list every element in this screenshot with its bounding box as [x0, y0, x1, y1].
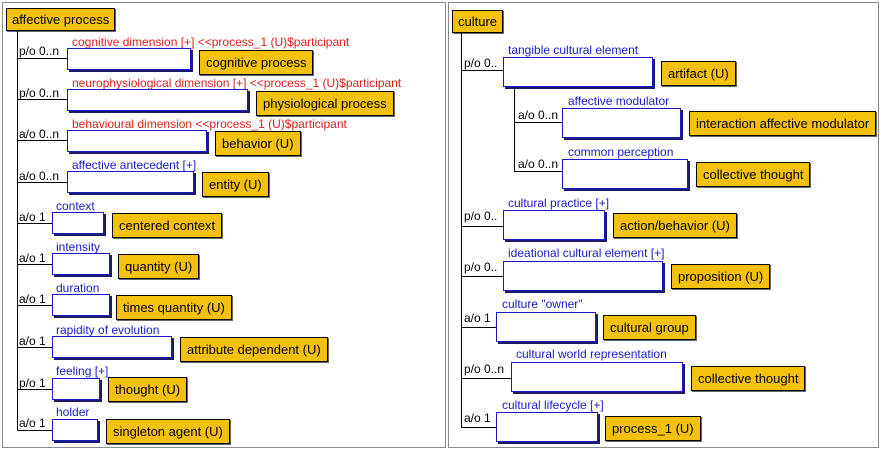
cardinality: p/o 0..	[464, 209, 498, 223]
relation-label: neurophysiological dimension [+] <<proce…	[72, 76, 402, 90]
relation-label: cultural practice [+]	[508, 196, 610, 210]
right-spine	[461, 32, 462, 428]
relation-label: feeling [+]	[56, 364, 109, 378]
relation-slot[interactable]	[52, 419, 98, 441]
relation-label: holder	[56, 405, 90, 419]
connector	[17, 58, 67, 59]
cardinality: a/o 1	[464, 411, 491, 425]
relation-slot[interactable]	[52, 336, 172, 358]
concept-box[interactable]: attribute dependent (U)	[180, 337, 328, 362]
relation-slot[interactable]	[503, 57, 653, 87]
relation-slot[interactable]	[67, 89, 248, 111]
connector	[461, 226, 503, 227]
relation-slot[interactable]	[496, 412, 598, 442]
connector	[17, 264, 53, 265]
relation-label: affective modulator	[568, 94, 670, 108]
concept-box[interactable]: singleton agent (U)	[106, 419, 230, 444]
relation-slot[interactable]	[67, 130, 207, 152]
connector	[17, 347, 53, 348]
connector	[17, 389, 53, 390]
relation-label: affective antecedent [+]	[72, 158, 197, 172]
relation-label: tangible cultural element	[508, 43, 639, 57]
cardinality: a/o 1	[464, 311, 491, 325]
cardinality: a/o 1	[19, 210, 46, 224]
concept-box[interactable]: behavior (U)	[215, 131, 301, 156]
cardinality: a/o 1	[19, 416, 46, 430]
left-spine	[17, 30, 18, 431]
cardinality: a/o 0..n	[518, 108, 559, 122]
relation-label: duration	[56, 281, 100, 295]
relation-slot[interactable]	[52, 253, 110, 275]
connector	[461, 327, 496, 328]
cardinality: p/o 1	[19, 376, 46, 390]
sub-spine	[514, 88, 515, 171]
cardinality: a/o 1	[19, 292, 46, 306]
concept-box[interactable]: times quantity (U)	[116, 295, 232, 320]
cardinality: p/o 0..	[464, 56, 498, 70]
relation-slot[interactable]	[52, 378, 100, 400]
cardinality: a/o 1	[19, 251, 46, 265]
concept-box[interactable]: proposition (U)	[671, 264, 771, 289]
relation-slot[interactable]	[496, 312, 596, 342]
relation-label: behavioural dimension <<process_1 (U)$pa…	[72, 117, 347, 131]
concept-box[interactable]: centered context	[112, 213, 223, 238]
relation-label: common perception	[568, 145, 674, 159]
connector	[461, 276, 503, 277]
connector	[17, 140, 67, 141]
concept-box[interactable]: collective thought	[691, 366, 806, 391]
relation-label: ideational cultural element [+]	[508, 246, 665, 260]
connector	[17, 99, 67, 100]
connector	[17, 430, 53, 431]
connector	[461, 378, 511, 379]
relation-slot[interactable]	[562, 159, 688, 189]
connector	[17, 305, 53, 306]
connector	[17, 223, 53, 224]
concept-box[interactable]: collective thought	[696, 162, 811, 187]
cardinality: p/o 0..	[464, 260, 498, 274]
connector	[461, 427, 496, 428]
relation-label: cultural lifecycle [+]	[502, 398, 604, 412]
connector	[514, 122, 562, 123]
relation-label: intensity	[56, 240, 101, 254]
cardinality: a/o 0..n	[518, 157, 559, 171]
relation-label: cultural world representation	[516, 347, 667, 361]
relation-slot[interactable]	[503, 261, 663, 291]
relation-slot[interactable]	[67, 171, 194, 193]
concept-box[interactable]: cultural group	[603, 315, 696, 340]
relation-slot[interactable]	[503, 210, 605, 240]
relation-label: cognitive dimension [+] <<process_1 (U)$…	[72, 35, 350, 49]
concept-box[interactable]: thought (U)	[108, 377, 188, 402]
relation-slot[interactable]	[52, 212, 104, 234]
concept-box[interactable]: artifact (U)	[661, 61, 736, 86]
connector	[514, 171, 562, 172]
right-title[interactable]: culture	[452, 10, 504, 33]
cardinality: p/o 0..n	[19, 86, 60, 100]
connector	[461, 70, 503, 71]
concept-box[interactable]: entity (U)	[202, 172, 269, 197]
concept-box[interactable]: action/behavior (U)	[613, 213, 737, 238]
relation-slot[interactable]	[511, 362, 683, 392]
connector	[17, 182, 67, 183]
relation-slot[interactable]	[52, 294, 110, 316]
cardinality: p/o 0..n	[464, 362, 505, 376]
cardinality: a/o 0..n	[19, 127, 60, 141]
cardinality: p/o 0..n	[19, 44, 60, 58]
relation-label: rapidity of evolution	[56, 323, 160, 337]
concept-box[interactable]: cognitive process	[199, 50, 314, 75]
concept-box[interactable]: process_1 (U)	[605, 416, 701, 441]
concept-box[interactable]: quantity (U)	[118, 254, 200, 279]
concept-box[interactable]: interaction affective modulator	[689, 111, 877, 136]
relation-slot[interactable]	[562, 108, 681, 138]
relation-label: context	[56, 199, 95, 213]
concept-box[interactable]: physiological process	[256, 91, 394, 116]
left-title[interactable]: affective process	[6, 8, 116, 31]
cardinality: a/o 1	[19, 334, 46, 348]
relation-label: culture "owner"	[502, 297, 583, 311]
cardinality: a/o 0..n	[19, 169, 60, 183]
relation-slot[interactable]	[67, 48, 191, 70]
